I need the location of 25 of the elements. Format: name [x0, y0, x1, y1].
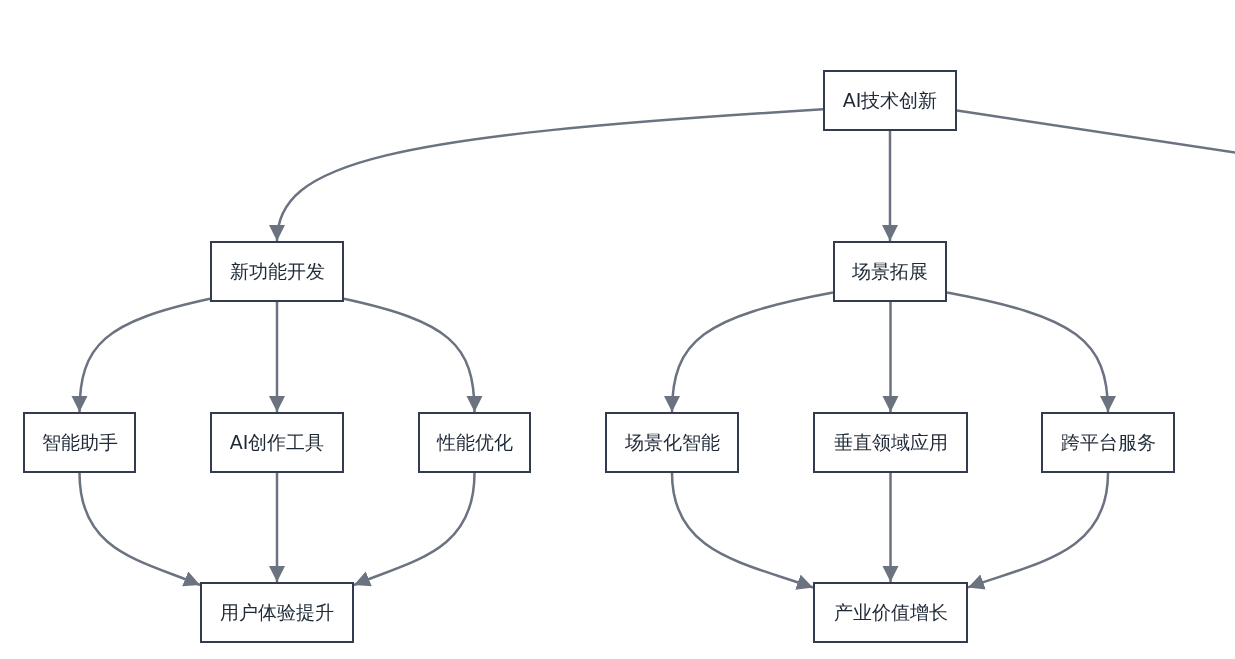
- arrow: [353, 472, 476, 587]
- process-box: 场景拓展: [833, 241, 947, 302]
- process-box: 垂直领域应用: [813, 412, 968, 473]
- process-box: AI创作工具: [210, 412, 344, 473]
- arrow: [882, 473, 899, 582]
- process-box: 新功能开发: [210, 241, 344, 302]
- arrow: [269, 473, 285, 582]
- process-box: 用户体验提升: [200, 582, 354, 643]
- process-box: 性能优化: [418, 412, 531, 473]
- arrow: [72, 297, 211, 413]
- process-box: 智能助手: [23, 412, 136, 473]
- arrow: [269, 302, 285, 412]
- arrow: [946, 291, 1116, 413]
- arrow: [78, 472, 201, 587]
- process-box: 跨平台服务: [1041, 412, 1175, 473]
- arrow: [271, 108, 824, 242]
- arrow: [967, 472, 1110, 590]
- arrow: [882, 302, 899, 412]
- arrow: [670, 472, 814, 590]
- process-box: 场景化智能: [605, 412, 739, 473]
- arrow: [343, 297, 482, 413]
- arrow: [664, 291, 834, 413]
- process-box: AI技术创新: [823, 70, 957, 131]
- arrow: [882, 131, 898, 241]
- process-box: 产业价值增长: [813, 582, 968, 643]
